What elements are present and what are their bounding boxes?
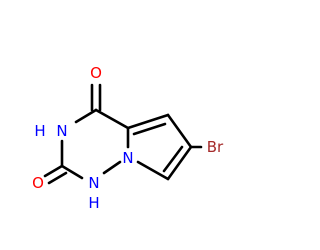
- bond-c4a-c5-inner: [132, 122, 167, 136]
- atom-o-top: O: [90, 64, 102, 82]
- bond-c4a-c5: [126, 113, 170, 130]
- bond-c2-o-double-1: [43, 164, 64, 178]
- bond-c5-c6: [166, 113, 193, 149]
- pyrrolotriazinedione-structure: O H N O N N H Br: [32, 64, 224, 212]
- bond-c4-c4a: [94, 108, 130, 130]
- atom-n3-h: H: [34, 122, 45, 140]
- atom-labels: O H N O N N H Br: [32, 64, 224, 212]
- atom-o-left: O: [32, 174, 44, 192]
- atom-n1-h: H: [88, 194, 99, 212]
- bond-c7-nbridge: [136, 160, 170, 181]
- bond-c6-c7: [166, 145, 193, 181]
- bond-c4-n3: [74, 108, 98, 124]
- atom-n3: N: [56, 122, 67, 140]
- atom-n1: N: [88, 174, 99, 192]
- bond-n1-nbridge: [102, 160, 122, 175]
- bond-c6-c7-inner: [162, 145, 184, 173]
- bond-c2-o-double-2: [47, 171, 68, 185]
- bond-c2-n1: [60, 164, 84, 180]
- atom-br: Br: [207, 138, 224, 156]
- bonds: [43, 83, 203, 185]
- atom-n-bridge: N: [122, 149, 133, 167]
